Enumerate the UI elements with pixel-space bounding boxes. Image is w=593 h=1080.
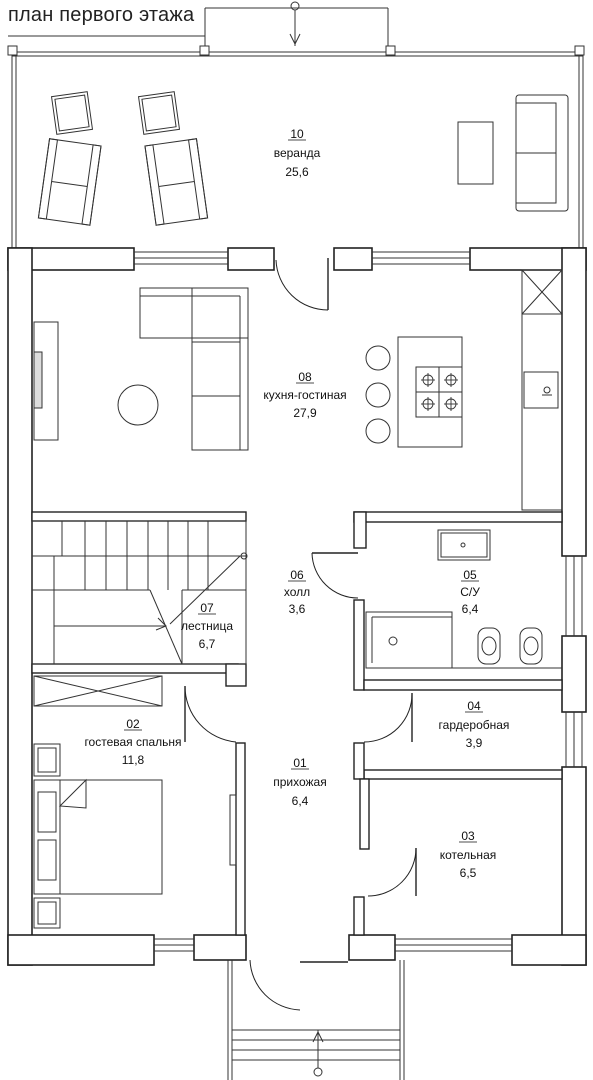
hall-door [311, 552, 359, 599]
room-label-gardrobe: 04 гардеробная 3,9 [439, 699, 510, 750]
room-name: котельная [440, 848, 496, 862]
room-number: 04 [467, 699, 481, 713]
room-number: 08 [298, 370, 312, 384]
room-area: 3,6 [289, 602, 306, 616]
room-area: 6,7 [199, 637, 216, 651]
lounge-chair-left [37, 138, 102, 226]
armchair-small-left [50, 91, 94, 135]
veranda-furniture [37, 91, 569, 226]
interior-walls [31, 511, 563, 936]
veranda-sofa [515, 94, 569, 212]
room-label-guest-bedroom: 02 гостевая спальня 11,8 [84, 717, 181, 767]
windows [134, 251, 583, 952]
room-number: 07 [200, 601, 214, 615]
plan-title: план первого этажа [8, 4, 195, 26]
staircase [31, 520, 248, 665]
entrance-steps [227, 960, 405, 1080]
room-name: холл [284, 585, 310, 599]
room-number: 01 [293, 756, 307, 770]
room-label-entry: 01 прихожая 6,4 [273, 756, 326, 808]
room-name: С/У [460, 585, 480, 599]
room-area: 6,5 [460, 866, 477, 880]
room-label-bathroom: 05 С/У 6,4 [460, 568, 480, 616]
room-area: 11,8 [122, 753, 145, 767]
gardrobe-door [363, 692, 413, 743]
room-name: веранда [274, 146, 321, 160]
title-frame [8, 7, 389, 46]
room-area: 6,4 [292, 794, 309, 808]
room-number: 03 [461, 829, 475, 843]
veranda-table [457, 121, 494, 185]
room-label-hall: 06 холл 3,6 [284, 568, 310, 616]
room-label-kitchen-living: 08 кухня-гостиная 27,9 [263, 370, 346, 420]
room-label-veranda: 10 веранда 25,6 [274, 127, 321, 179]
room-name: гостевая спальня [84, 735, 181, 749]
room-number: 10 [290, 127, 304, 141]
room-area: 25,6 [285, 165, 309, 179]
section-marker-top [289, 1, 301, 46]
entrance-door [249, 959, 348, 1011]
veranda [7, 45, 585, 248]
bedroom-furniture [33, 743, 237, 929]
room-number: 05 [463, 568, 477, 582]
living-kitchen-furniture [33, 269, 563, 511]
bathroom-fixtures [365, 529, 562, 669]
boiler-door [367, 847, 417, 897]
room-name: лестница [181, 619, 233, 633]
bedroom-wardrobe [33, 675, 163, 707]
room-name: кухня-гостиная [263, 388, 346, 402]
room-label-boiler: 03 котельная 6,5 [440, 829, 496, 880]
room-name: гардеробная [439, 718, 510, 732]
lounge-chair-right [144, 138, 209, 226]
room-number: 02 [126, 717, 140, 731]
room-number: 06 [290, 568, 304, 582]
room-name: прихожая [273, 775, 326, 789]
room-area: 3,9 [466, 736, 483, 750]
room-label-staircase: 07 лестница 6,7 [181, 601, 233, 651]
veranda-door [275, 258, 329, 311]
room-area: 27,9 [293, 406, 317, 420]
bedroom-door [184, 685, 237, 743]
armchair-small-right [137, 91, 181, 135]
room-area: 6,4 [462, 602, 479, 616]
